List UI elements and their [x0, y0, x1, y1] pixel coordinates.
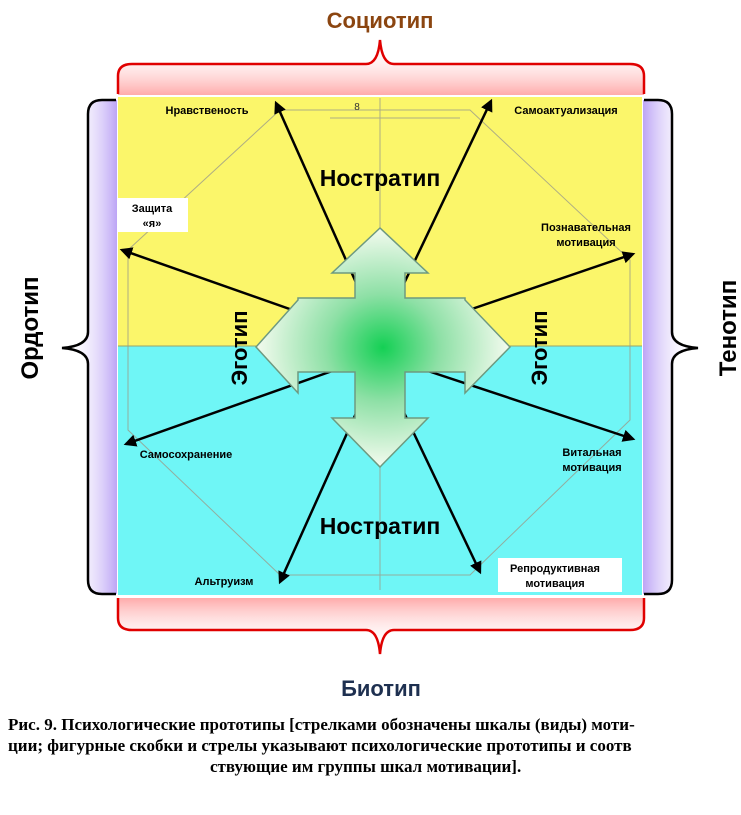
caption-line-2: ции; фигурные скобки и стрелы указывают … [8, 736, 632, 755]
label-egotip-right: Эготип [527, 310, 552, 385]
label-samosokhranenie: Самосохранение [140, 449, 233, 461]
caption-line-1: Рис. 9. Психологические прототипы [стрел… [8, 715, 635, 734]
reproduktivnaya-label-bg [498, 558, 622, 592]
label-ordotip: Ордотип [17, 276, 44, 379]
figure-caption: Рис. 9. Психологические прототипы [стрел… [8, 714, 741, 777]
label-reproduktivnaya-line2: мотивация [525, 578, 584, 590]
zashchita-label-bg [118, 198, 188, 232]
label-vitalnaya-line2: мотивация [562, 462, 621, 474]
ordotip-brace-glow [64, 100, 117, 594]
sociotip-brace [116, 39, 646, 94]
label-tenotip: Тенотип [715, 280, 741, 376]
label-nostratip-bottom: Нострaтип [320, 513, 441, 539]
tenotip-brace-glow [643, 100, 696, 594]
label-poznavatelnaya-line2: мотивация [556, 237, 615, 249]
arrow-samosokhranenie [123, 368, 336, 447]
label-egotip-left: Эготип [227, 310, 252, 385]
central-cross-arrow [254, 226, 512, 469]
biotip-brace-glow [118, 598, 644, 652]
scale-mark: 8 [354, 102, 360, 113]
caption-line-3: ствующие им группы шкал мотивации]. [210, 757, 522, 776]
label-vitalnaya-line1: Витальная [562, 447, 621, 459]
label-zashchita-line2: «я» [143, 218, 162, 230]
label-biotip: Биотип [341, 676, 421, 700]
label-reproduktivnaya-line1: Репродуктивная [510, 563, 600, 575]
label-sociotip: Социотип [327, 8, 434, 33]
label-altruizm: Альтруизм [195, 576, 254, 588]
sociotip-brace-glow [118, 40, 644, 95]
tenotip-brace [644, 98, 699, 596]
label-nravstvennost: Нравственость [166, 105, 249, 117]
label-poznavatelnaya-line1: Познавательная [541, 222, 631, 234]
label-samoaktualizatsiya: Самоактуализация [514, 105, 617, 117]
label-nostratip-top: Нострaтип [320, 165, 441, 191]
label-zashchita-line1: Защита [132, 203, 173, 215]
prototype-diagram: Социотип Биотип Ордотип Тенотип Нострaти… [17, 8, 741, 700]
biotip-brace [116, 598, 646, 655]
arrow-vitalnaya [424, 368, 636, 442]
ordotip-brace [61, 98, 116, 596]
